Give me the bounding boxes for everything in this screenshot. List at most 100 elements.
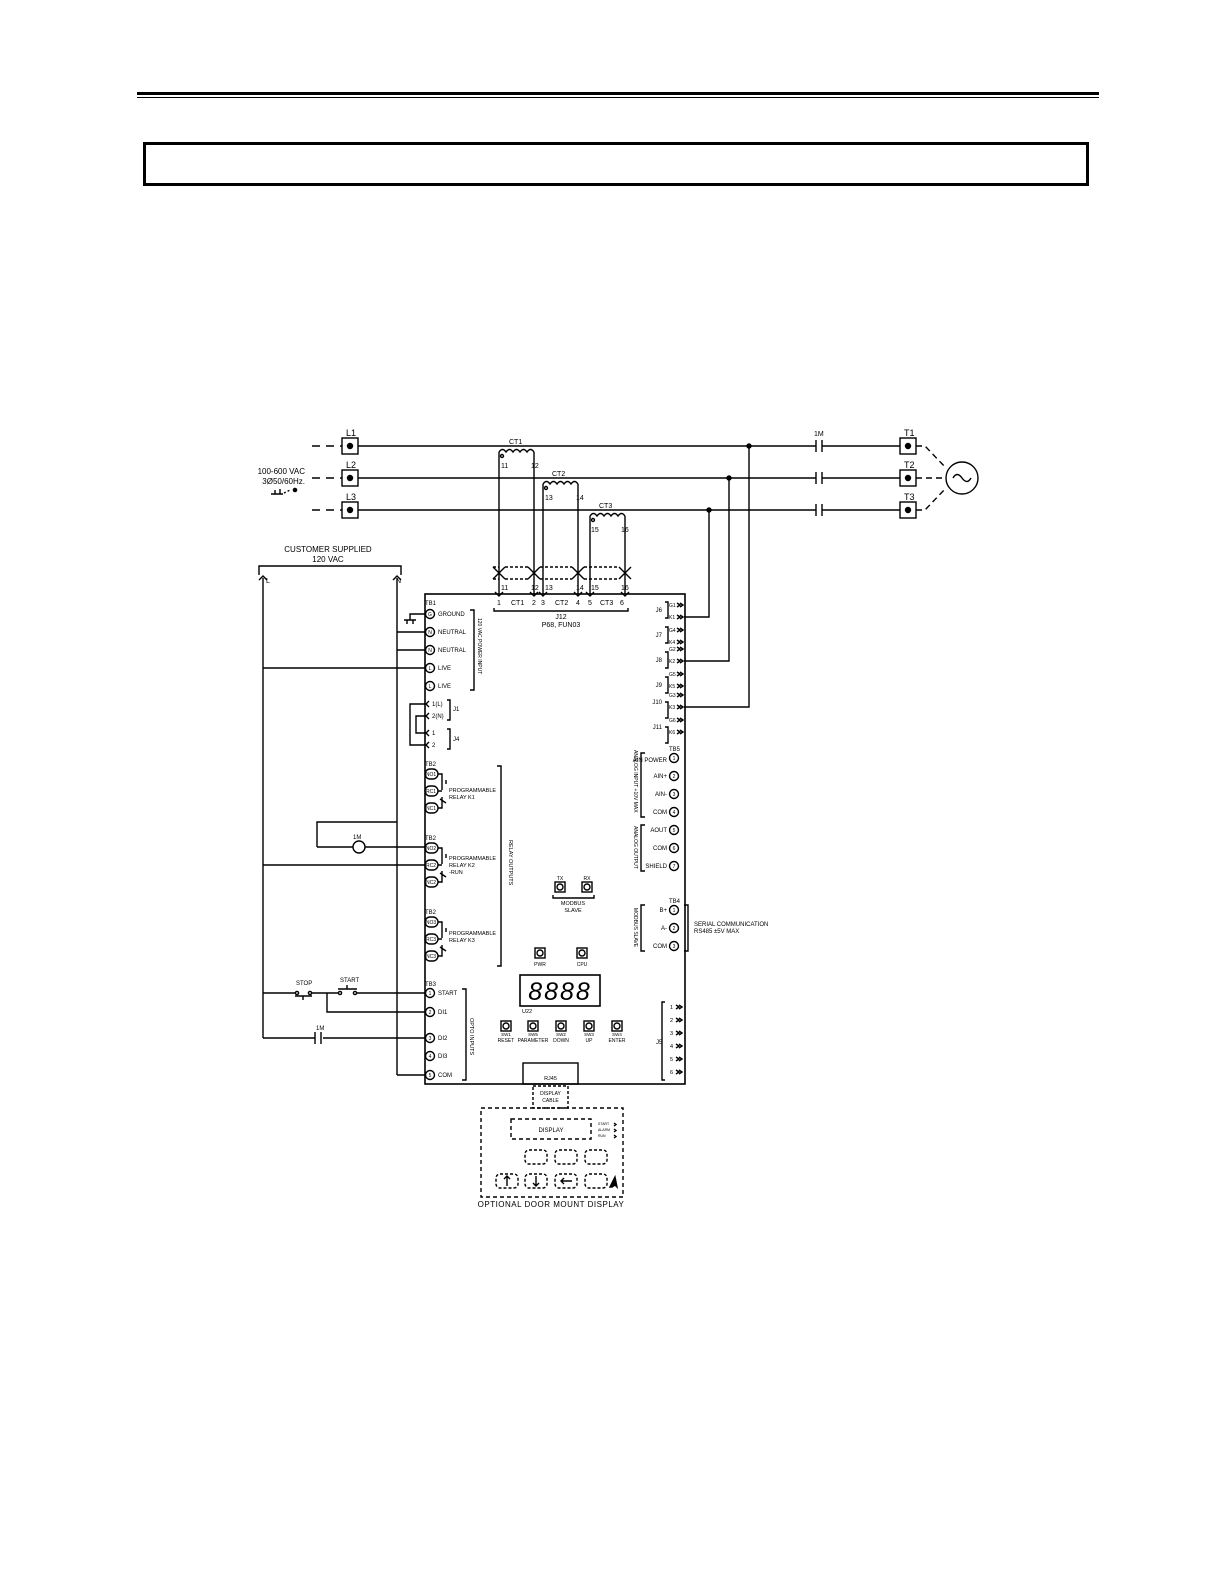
k1-no: NO1 — [426, 772, 437, 778]
pin-g4: G4 — [669, 628, 676, 634]
customer-supply: CUSTOMER SUPPLIED 120 VAC L N — [258, 545, 402, 1075]
aux-contact-1m — [263, 1032, 426, 1044]
pin-k4: K4 — [669, 640, 675, 646]
j12-num-2: 2 — [532, 600, 536, 607]
reset-switch-label: RESET — [498, 1038, 515, 1044]
title-box — [143, 142, 1089, 186]
aux-contact-label: 1M — [316, 1026, 324, 1032]
tb3-di2: DI2 — [438, 1036, 448, 1042]
tb1-ground: GROUND — [438, 612, 465, 618]
modbus-slave-vertical-label: MODBUS SLAVE — [632, 908, 638, 948]
jack-j10: J10 — [652, 700, 662, 706]
door-key-1 — [524, 1149, 548, 1165]
rx-label: RX — [584, 876, 592, 882]
modbus-label: MODBUS — [561, 901, 585, 907]
tb3-di3: DI3 — [438, 1054, 448, 1060]
tb1-sym-n2: N — [428, 648, 432, 654]
ct2-pin-13: 13 — [545, 495, 553, 502]
cable-label-2: CABLE — [542, 1098, 559, 1104]
contactor-label: 1M — [814, 431, 824, 438]
k3-line-2: RELAY K3 — [449, 938, 475, 944]
up-switch-label: UP — [586, 1038, 594, 1044]
tb1-neutral-2: NEUTRAL — [438, 648, 467, 654]
tb1-label: TB1 — [425, 601, 437, 607]
k1-nc: NC1 — [426, 806, 436, 812]
k2-line-2: RELAY K2 — [449, 863, 475, 869]
rj45-label: RJ45 — [544, 1076, 557, 1082]
jumpers-j1-j4: 1(L) 2(N) 1 2 J1 J4 — [409, 699, 460, 750]
stop-label: STOP — [296, 981, 312, 987]
ct2-pin-14: 14 — [576, 495, 584, 502]
j12-pin-11: 11 — [501, 585, 508, 592]
tb5-num-3: 3 — [673, 792, 676, 798]
t1-label: T1 — [904, 428, 915, 438]
ct-jacks: J6 J7 J8 J9 J10 J11 G1 K1 G4 K4 G2 K2 G5… — [652, 443, 752, 744]
relay-k1: NO1 RC1 NC1 PROGRAMMABLE RELAY K1 — [424, 768, 496, 814]
tb1-sym-g: G — [428, 612, 432, 618]
stop-button: STOP — [294, 981, 313, 1000]
customer-voltage-label: 120 VAC — [312, 555, 344, 564]
down-switch-label: DOWN — [553, 1038, 569, 1044]
tb4-a-minus: A- — [661, 926, 667, 932]
j1-label: J1 — [453, 707, 460, 713]
j5-pin-2: 2 — [670, 1018, 673, 1024]
sw2-id: SW2 — [556, 1032, 566, 1037]
analog-input-label: ANALOG INPUT +10V MAX — [632, 750, 638, 813]
tb5-com: COM — [653, 810, 667, 816]
j12-pin-12: 12 — [531, 585, 539, 592]
tb5-num-2: 2 — [673, 774, 676, 780]
contactor-1m: 1M — [814, 431, 824, 516]
tb5-shield: SHIELD — [645, 864, 667, 870]
sw3-id: SW3 — [584, 1032, 594, 1037]
pin-k6: K6 — [669, 730, 675, 736]
door-led-run: RUN — [598, 1134, 606, 1138]
tb5-num-1: 1 — [673, 756, 676, 762]
enter-switch-label: ENTER — [609, 1038, 626, 1044]
j12-num-1: 1 — [497, 600, 501, 607]
k2-no: NO2 — [426, 846, 437, 852]
ct1-label: CT1 — [509, 439, 522, 446]
tb1-live-1: LIVE — [438, 666, 451, 672]
tb1-sym-l1: L — [429, 666, 432, 672]
tb3-num-3: 3 — [429, 1036, 432, 1042]
ct1-pin-12: 12 — [531, 463, 539, 470]
display-cable: DISPLAY CABLE — [532, 1085, 569, 1109]
j12-num-6: 6 — [620, 600, 624, 607]
tb3-num-5: 5 — [429, 1073, 432, 1079]
tb5-num-6: 6 — [673, 846, 676, 852]
door-key-up — [495, 1173, 519, 1189]
door-key-4 — [584, 1173, 608, 1189]
board-switches: SW1 SW5 SW2 SW3 SW4 RESET PARAMETER DOWN… — [498, 1020, 626, 1044]
logo-mark-icon — [608, 1174, 619, 1190]
tb5-label: TB5 — [669, 747, 681, 753]
pin-k5: K5 — [669, 684, 675, 690]
tb5-num-5: 5 — [673, 828, 676, 834]
down-arrow-icon — [532, 1176, 540, 1187]
j5-pin-6: 6 — [670, 1070, 673, 1076]
tb3-label: TB3 — [425, 982, 437, 988]
tb1-sym-l2: L — [429, 684, 432, 690]
j12-ct1: CT1 — [511, 600, 524, 607]
jack-j11: J11 — [653, 725, 663, 731]
supply-frequency: 3Ø50/60Hz. — [262, 477, 305, 486]
j1-pin-2: 2(N) — [432, 714, 444, 720]
k1-line-1: PROGRAMMABLE — [449, 788, 496, 794]
tb5-com-2: COM — [653, 846, 667, 852]
tb3-num-4: 4 — [429, 1054, 432, 1060]
tb2-label-3: TB2 — [425, 910, 437, 916]
tb3-di1: DI1 — [438, 1010, 448, 1016]
j12-sub: P68, FUN03 — [542, 622, 581, 629]
j12-pin-13: 13 — [545, 585, 553, 592]
tb2-label-2: TB2 — [425, 836, 437, 842]
ct3-coil — [589, 512, 626, 518]
tb2-label-1: TB2 — [425, 762, 437, 768]
pin-g3: G3 — [669, 693, 676, 699]
j5-pin-5: 5 — [670, 1057, 673, 1063]
display-digits: 8888 — [528, 978, 592, 1006]
t2-label: T2 — [904, 460, 915, 470]
tb1-neutral-1: NEUTRAL — [438, 630, 467, 636]
j12-pin-15: 15 — [591, 585, 599, 592]
k3-nc: NC3 — [426, 954, 436, 960]
tb4-num-1: 1 — [673, 908, 676, 914]
